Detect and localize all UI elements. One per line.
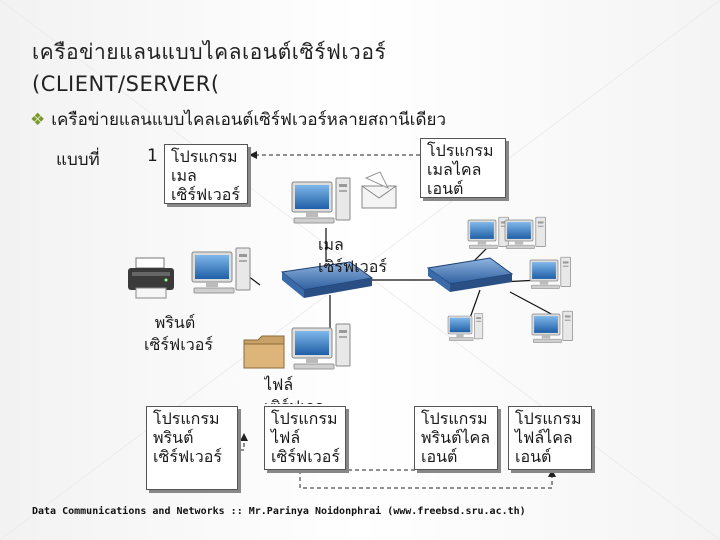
desktop-computer-icon <box>467 216 509 250</box>
folder-icon <box>243 335 285 369</box>
desktop-computer-icon <box>504 216 546 250</box>
subline-text: แบบที่ <box>56 150 100 170</box>
diagram-number: 1 <box>147 146 158 166</box>
callout-file-client-program: โปรแกรมไฟล์ไคลเอนต์ <box>508 406 592 470</box>
printer-icon <box>128 257 174 299</box>
desktop-computer-icon <box>291 177 351 224</box>
desktop-computer-icon <box>447 313 484 341</box>
slide-title: เครือข่ายแลนแบบไคลเอนต์เซิร์ฟเวอร์ <box>32 40 387 64</box>
desktop-computer-icon <box>291 323 351 370</box>
bullet-point: ❖เครือข่ายแลนแบบไคลเอนต์เซิร์ฟเวอร์หลายส… <box>30 106 446 133</box>
network-switch-icon <box>280 261 374 298</box>
desktop-computer-icon <box>531 310 573 344</box>
bullet-text: เครือข่ายแลนแบบไคลเอนต์เซิร์ฟเวอร์หลายสถ… <box>51 110 446 130</box>
mail-envelope-icon <box>361 171 397 209</box>
callout-mail-client-program: โปรแกรมเมลไคลเอนต์ <box>420 138 506 198</box>
callout-print-client-program: โปรแกรมพรินต์ไคลเอนต์ <box>414 406 498 470</box>
label-file-server: ไฟล์เซิร์ฟเวอร์ <box>264 375 326 404</box>
callout-mail-server-program: โปรแกรมเมลเซิร์ฟเวอร์ <box>164 144 248 204</box>
label-mail-server: เมลเซิร์ฟเวอร์ <box>318 235 387 276</box>
callout-file-server-program: โปรแกรมไฟล์เซิร์ฟเวอร์ <box>264 406 346 470</box>
label-print-server: พรินต์เซิร์ฟเวอร์ <box>144 313 213 354</box>
footer-credit: Data Communications and Networks :: Mr.P… <box>32 506 526 517</box>
callout-print-server-program: โปรแกรมพรินต์เซิร์ฟเวอร์ <box>146 406 238 490</box>
checkmark-diamond-icon: ❖ <box>30 110 46 130</box>
slide-title-subtitle: (CLIENT/SERVER( <box>32 72 220 96</box>
desktop-computer-icon <box>529 256 571 290</box>
desktop-computer-icon <box>191 247 251 294</box>
network-switch-icon <box>426 257 514 292</box>
